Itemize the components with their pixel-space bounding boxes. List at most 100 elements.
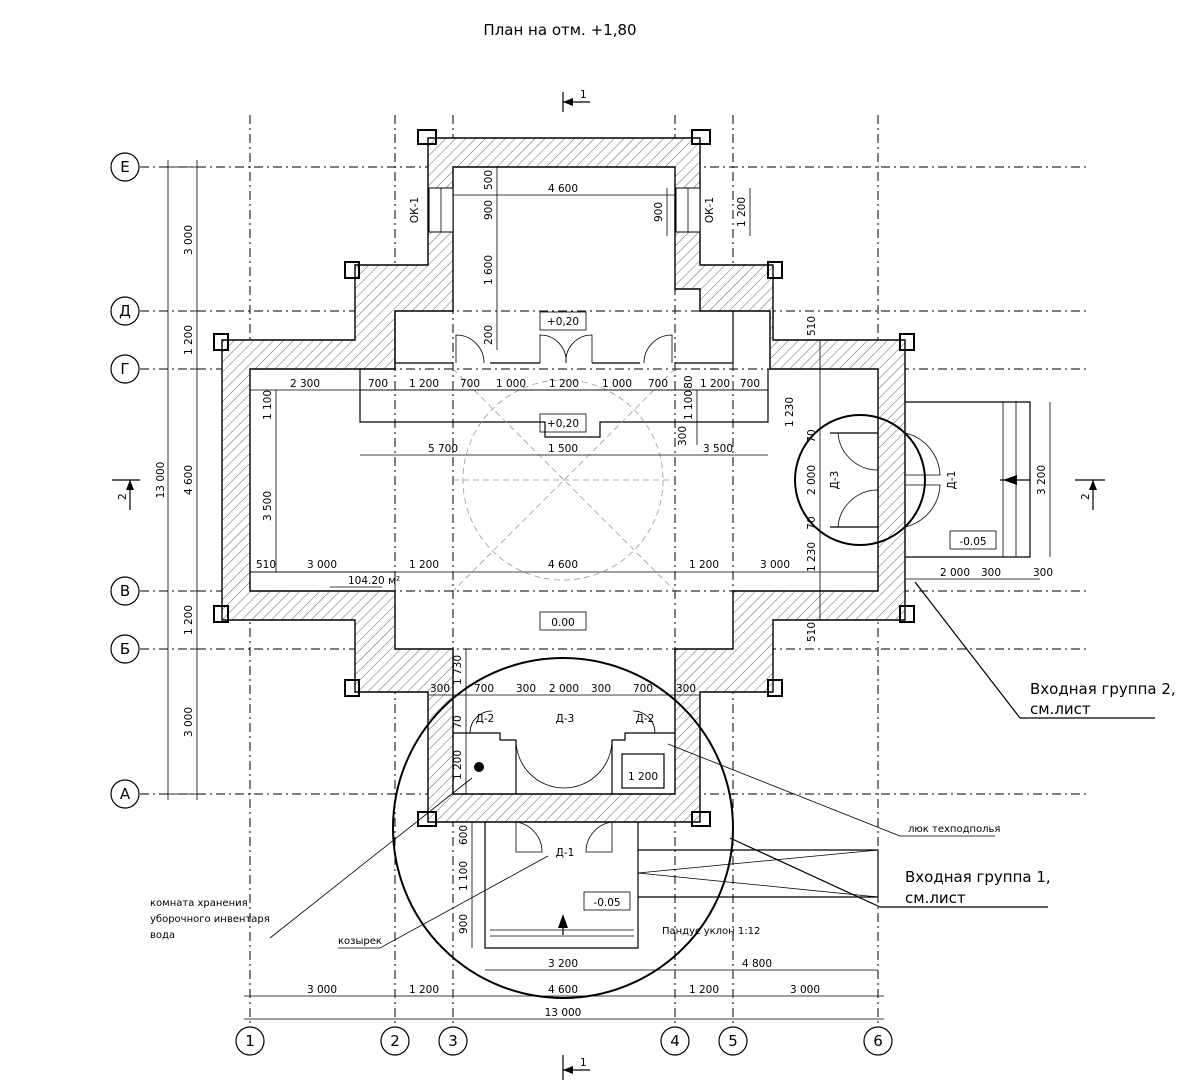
section-mark-left: 2 — [112, 479, 140, 510]
svg-text:13 000: 13 000 — [155, 462, 167, 499]
axis-bubble-V: В — [110, 576, 140, 606]
svg-text:Д: Д — [119, 302, 131, 320]
svg-text:1 200: 1 200 — [183, 605, 195, 635]
canopy-label: козырек — [338, 936, 382, 947]
svg-text:13 000: 13 000 — [545, 1007, 582, 1019]
axis-bubble-1: 1 — [235, 1026, 265, 1056]
svg-text:3 200: 3 200 — [548, 958, 578, 970]
svg-text:3 500: 3 500 — [262, 491, 274, 521]
svg-text:2 000: 2 000 — [940, 567, 970, 579]
svg-text:-0.05: -0.05 — [593, 897, 620, 909]
bottom-dimensions: 3 200 4 800 3 000 1 200 4 600 1 200 3 00… — [244, 958, 884, 1020]
drawing-title: План на отм. +1,80 — [483, 21, 636, 39]
svg-text:Д-2: Д-2 — [636, 713, 655, 725]
callout-group1-line2: см.лист — [905, 889, 966, 907]
axis-bubble-E: Е — [110, 152, 140, 182]
svg-text:1 200: 1 200 — [183, 325, 195, 355]
leader-lines — [269, 581, 1155, 949]
svg-text:900: 900 — [458, 914, 470, 934]
storage-label-3: вода — [150, 930, 175, 941]
hatch-label: люк техподполья — [908, 824, 1000, 835]
svg-text:3 000: 3 000 — [183, 225, 195, 255]
svg-text:1 000: 1 000 — [496, 378, 526, 390]
svg-text:1 100: 1 100 — [458, 861, 470, 891]
svg-text:300: 300 — [591, 683, 611, 695]
doors-upper — [455, 334, 673, 364]
svg-text:1 200: 1 200 — [689, 559, 719, 571]
svg-text:70: 70 — [806, 516, 818, 529]
svg-text:А: А — [120, 785, 131, 803]
svg-text:700: 700 — [648, 378, 668, 390]
svg-text:1 600: 1 600 — [483, 255, 495, 285]
callout-circle-group1 — [392, 657, 734, 999]
svg-text:4 600: 4 600 — [548, 984, 578, 996]
svg-text:1 200: 1 200 — [689, 984, 719, 996]
svg-text:3 200: 3 200 — [1036, 465, 1048, 495]
svg-text:1 200: 1 200 — [549, 378, 579, 390]
svg-text:500: 500 — [483, 170, 495, 190]
svg-text:Д-3: Д-3 — [556, 713, 575, 725]
axis-bubble-B: Б — [110, 634, 140, 664]
svg-text:Г: Г — [120, 360, 129, 378]
axis-bubble-4: 4 — [660, 1026, 690, 1056]
axis-bubble-3: 3 — [438, 1026, 468, 1056]
callout-group2-line1: Входная группа 2, — [1030, 680, 1176, 698]
svg-text:6: 6 — [873, 1032, 883, 1050]
level-upper: +0,20 — [547, 316, 579, 328]
svg-text:4 600: 4 600 — [548, 559, 578, 571]
svg-text:1 100: 1 100 — [683, 390, 695, 420]
svg-text:1 200: 1 200 — [409, 984, 439, 996]
level-mid: +0,20 — [547, 418, 579, 430]
svg-text:700: 700 — [740, 378, 760, 390]
svg-text:1: 1 — [245, 1032, 255, 1050]
svg-text:1 500: 1 500 — [548, 443, 578, 455]
svg-text:ОК-1: ОК-1 — [704, 197, 716, 223]
svg-text:300: 300 — [430, 683, 450, 695]
svg-text:5 700: 5 700 — [428, 443, 458, 455]
axis-bubble-5: 5 — [718, 1026, 748, 1056]
svg-text:1: 1 — [580, 89, 587, 101]
upper-dimensions: 4 600 500 900 1 600 200 900 1 200 — [453, 167, 751, 350]
svg-text:510: 510 — [256, 559, 276, 571]
axis-bubble-A: А — [110, 779, 140, 809]
axis-bubble-6: 6 — [863, 1026, 893, 1056]
svg-text:1 100: 1 100 — [262, 390, 274, 420]
storage-label-2: уборочного инвентаря — [150, 914, 270, 925]
svg-text:1 000: 1 000 — [602, 378, 632, 390]
svg-text:5: 5 — [728, 1032, 738, 1050]
svg-text:300: 300 — [1033, 567, 1053, 579]
svg-text:2 000: 2 000 — [549, 683, 579, 695]
svg-text:3 000: 3 000 — [307, 984, 337, 996]
axis-bubble-G: Г — [110, 354, 140, 384]
svg-text:700: 700 — [474, 683, 494, 695]
svg-text:200: 200 — [483, 325, 495, 345]
svg-text:300: 300 — [676, 683, 696, 695]
svg-text:70: 70 — [452, 715, 464, 728]
svg-text:700: 700 — [633, 683, 653, 695]
svg-text:3 000: 3 000 — [307, 559, 337, 571]
section-mark-right: 2 — [1075, 479, 1105, 510]
svg-text:ОК-1: ОК-1 — [409, 197, 421, 223]
svg-text:300: 300 — [677, 426, 689, 446]
svg-text:1 230: 1 230 — [806, 542, 818, 572]
svg-text:2 300: 2 300 — [290, 378, 320, 390]
svg-text:3 500: 3 500 — [703, 443, 733, 455]
svg-text:2 000: 2 000 — [806, 465, 818, 495]
svg-text:1 200: 1 200 — [700, 378, 730, 390]
svg-text:510: 510 — [806, 316, 818, 336]
axis-bubble-D: Д — [110, 296, 140, 326]
callout-group2-line2: см.лист — [1030, 700, 1091, 718]
svg-text:4 600: 4 600 — [183, 465, 195, 495]
level-center: 0.00 — [551, 617, 574, 629]
svg-text:4 600: 4 600 — [548, 183, 578, 195]
svg-text:2: 2 — [390, 1032, 400, 1050]
svg-text:Д-1: Д-1 — [556, 847, 575, 859]
south-row-dimensions: 300 700 300 2 000 300 700 300 1 730 70 1… — [428, 649, 700, 948]
section-mark-top: 1 — [562, 89, 590, 112]
entry-group-2: Д-3 Д-1 -0.05 — [829, 401, 1031, 558]
mid-row-dimensions: 510 3 000 1 200 4 600 1 200 3 000 — [256, 559, 790, 571]
svg-text:80: 80 — [683, 375, 695, 388]
window-left: ОК-1 — [409, 187, 454, 233]
south-vestibule: Д-2 Д-3 Д-2 1 200 — [453, 710, 675, 794]
